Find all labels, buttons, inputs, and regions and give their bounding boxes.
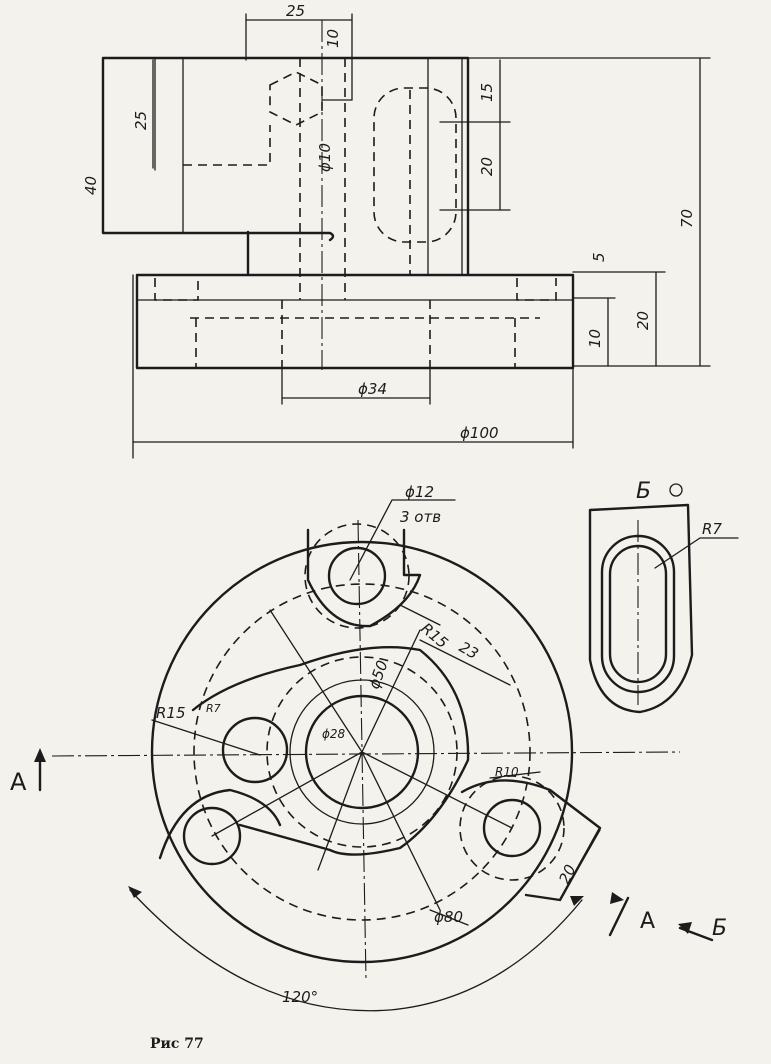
leader-80 — [429, 909, 469, 926]
section-label-right: A — [640, 909, 655, 934]
section-label-left: A — [10, 768, 27, 796]
dim-25-left-label: 25 — [132, 111, 150, 130]
slot-hidden — [373, 87, 457, 243]
dim-34-label: ϕ34 — [358, 380, 387, 398]
view-b-title: Б — [636, 479, 651, 504]
leader-r15-left — [151, 719, 261, 756]
view-b-r7-label: R7 — [702, 520, 722, 538]
section-arrow-right — [610, 892, 624, 904]
dim-40-left-label: 40 — [82, 176, 100, 195]
notch-bottom-left — [158, 788, 282, 860]
dim-10-dia-label: ϕ10 — [316, 143, 334, 172]
section-arrow-left — [34, 748, 46, 762]
hole-top — [327, 546, 387, 606]
hole-left-mid — [221, 716, 289, 784]
section-mark-right — [608, 896, 630, 937]
dim-120-label: 120° — [282, 988, 318, 1006]
dim-20-line-plan — [559, 829, 601, 901]
radial-3 — [269, 609, 363, 753]
outer-circle — [150, 540, 574, 964]
dim-15-right-label: 15 — [478, 83, 496, 102]
dim-r7-small-label: R7 — [206, 702, 221, 715]
hex-pocket-hidden — [183, 71, 323, 166]
plan-view: ϕ12 3 отв R15 23 ϕ50 R15 R7 ϕ28 R10 20 ϕ… — [10, 483, 727, 1012]
hole-bottom-right — [482, 798, 542, 858]
dim-10-base-label: 10 — [586, 329, 604, 348]
dim-r15-top-label: R15 — [417, 619, 451, 652]
base-flange — [135, 273, 575, 370]
dim-70-label: 70 — [678, 209, 696, 228]
view-b-title-mark — [669, 483, 683, 497]
dim-r15-left-label: R15 — [156, 704, 186, 722]
dim-100-label: ϕ100 — [460, 424, 499, 442]
dim-28-label: ϕ28 — [322, 727, 346, 741]
radial-1 — [211, 751, 363, 837]
dim-50-label: ϕ50 — [365, 658, 392, 691]
upper-body-outline — [101, 56, 470, 276]
radial-6 — [361, 629, 421, 753]
dim-12-label: ϕ12 — [405, 483, 434, 501]
view-b-r7-leader — [654, 537, 739, 569]
figure-caption: Рис 77 — [150, 1036, 204, 1052]
radial-4 — [361, 751, 441, 911]
dim-r10-label: R10 — [495, 765, 519, 779]
view-b-outline — [588, 503, 694, 714]
dim-80-label: ϕ80 — [434, 908, 463, 926]
dim-20-base-label: 20 — [634, 311, 652, 330]
dim-20-right-label: 20 — [478, 157, 496, 176]
dim-10-top-label: 10 — [324, 29, 342, 48]
cam-boss-outline — [191, 645, 470, 856]
leader-r15-top — [399, 604, 441, 626]
flange-hidden-pockets — [154, 278, 557, 368]
dim-25-top-label: 25 — [286, 2, 305, 20]
view-arrow-b-head — [678, 922, 692, 934]
arc-120 — [129, 889, 583, 1012]
notch-bottom-right — [460, 779, 602, 902]
leader-12 — [349, 499, 456, 581]
hole-bottom-left — [182, 806, 242, 866]
dim-5-label: 5 — [590, 252, 608, 262]
notch-top-arc — [304, 523, 410, 629]
dim-holes-count: 3 отв — [400, 508, 441, 526]
center-bore-ring — [289, 679, 435, 825]
view-arrow-label: Б — [712, 916, 727, 941]
view-b: Б R7 — [588, 479, 739, 714]
leader-23 — [419, 639, 511, 686]
axis-vertical — [357, 519, 367, 981]
radial-5 — [317, 751, 363, 871]
radial-2 — [361, 751, 513, 829]
dim-20-plan-label: 20 — [555, 862, 579, 887]
front-view: 25 10 25 40 ϕ10 15 20 70 5 20 10 ϕ34 ϕ10… — [82, 2, 711, 459]
pitch-circle — [193, 583, 531, 921]
center-bore — [304, 694, 420, 810]
arc-120-arrow-r — [570, 896, 584, 906]
leader-r10 — [489, 771, 541, 779]
hole-circle-dashed — [266, 656, 458, 848]
arc-120-arrow-l — [128, 886, 142, 898]
